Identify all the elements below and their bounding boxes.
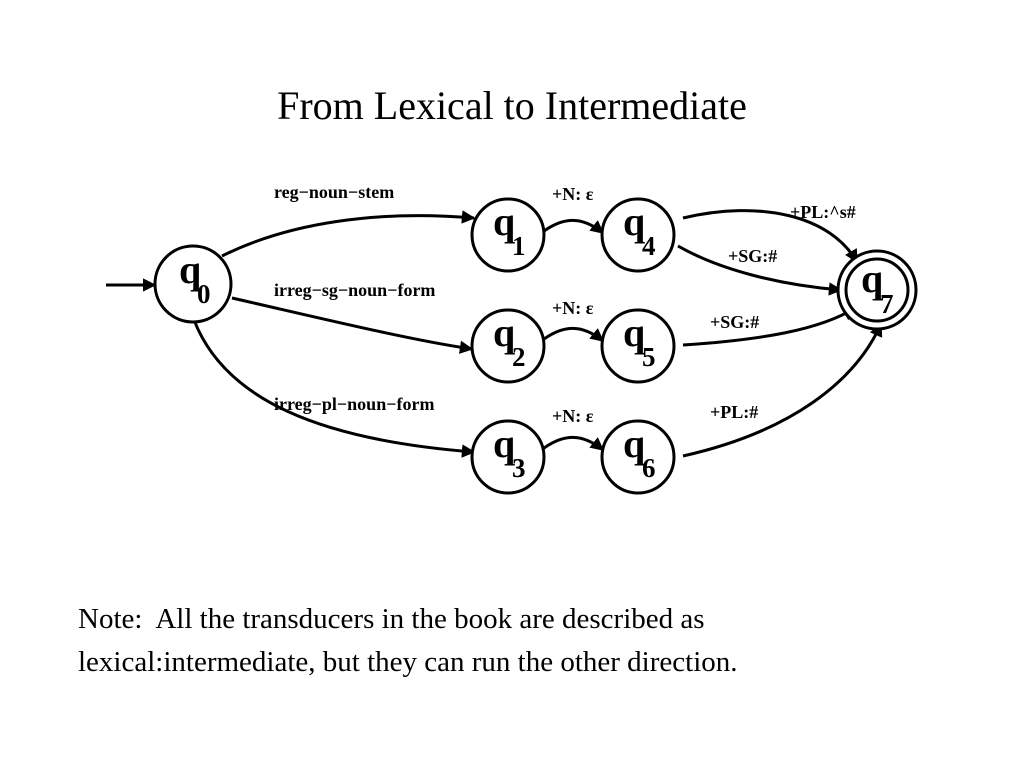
state-q4: q 4 xyxy=(600,197,676,273)
state-q7-final: q 7 xyxy=(836,249,918,331)
state-letter: q xyxy=(623,199,645,244)
edge-label-q0-q1: reg−noun−stem xyxy=(274,182,394,202)
state-subscript: 3 xyxy=(512,453,526,483)
note-line-1: Note: All the transducers in the book ar… xyxy=(78,603,705,635)
edge-label-q0-q3: irreg−pl−noun−form xyxy=(274,394,434,414)
state-q1: q 1 xyxy=(470,197,546,273)
fst-diagram: q 0 q 1 q 2 q 3 q 4 q 5 q 6 q 7 reg−noun… xyxy=(106,182,918,495)
note-line-2: lexical:intermediate, but they can run t… xyxy=(78,646,738,678)
edge-label-q3-q6: +N: ε xyxy=(552,406,594,426)
edge-label-q2-q5: +N: ε xyxy=(552,298,594,318)
state-subscript: 4 xyxy=(642,231,656,261)
edge-q6-q7 xyxy=(682,322,883,458)
state-q2: q 2 xyxy=(470,308,546,384)
edge-q4-q7-pl xyxy=(682,209,859,264)
state-q0: q 0 xyxy=(153,244,233,324)
edge-label-q4-q7-sg: +SG:# xyxy=(728,246,777,266)
edge-q0-q3 xyxy=(192,319,476,458)
edge-q5-q7 xyxy=(682,306,857,347)
edge-q2-q5 xyxy=(539,326,605,344)
note-text: Note: All the transducers in the book ar… xyxy=(78,598,978,684)
state-subscript: 6 xyxy=(642,453,656,483)
state-letter: q xyxy=(179,247,201,292)
edge-q4-q7-sg xyxy=(677,244,843,296)
state-letter: q xyxy=(623,421,645,466)
edge-label-q5-q7: +SG:# xyxy=(710,312,759,332)
state-q6: q 6 xyxy=(600,419,676,495)
edge-label-q1-q4: +N: ε xyxy=(552,184,594,204)
state-letter: q xyxy=(493,199,515,244)
state-letter: q xyxy=(493,421,515,466)
state-subscript: 5 xyxy=(642,342,656,372)
state-subscript: 7 xyxy=(880,289,894,319)
state-subscript: 1 xyxy=(512,231,526,261)
edge-q0-q1 xyxy=(221,210,476,258)
state-q5: q 5 xyxy=(600,308,676,384)
edge-q3-q6 xyxy=(539,435,605,453)
edge-label-q0-q2: irreg−sg−noun−form xyxy=(274,280,435,300)
state-q3: q 3 xyxy=(470,419,546,495)
slide-title: From Lexical to Intermediate xyxy=(277,83,747,128)
edge-label-q6-q7: +PL:# xyxy=(710,402,758,422)
state-subscript: 2 xyxy=(512,342,526,372)
state-letter: q xyxy=(861,256,883,301)
state-letter: q xyxy=(493,310,515,355)
edge-q0-q2 xyxy=(231,296,474,354)
state-subscript: 0 xyxy=(197,279,211,309)
edge-label-q4-q7-pl: +PL:^s# xyxy=(790,202,856,222)
state-letter: q xyxy=(623,310,645,355)
edge-q1-q4 xyxy=(539,218,605,236)
